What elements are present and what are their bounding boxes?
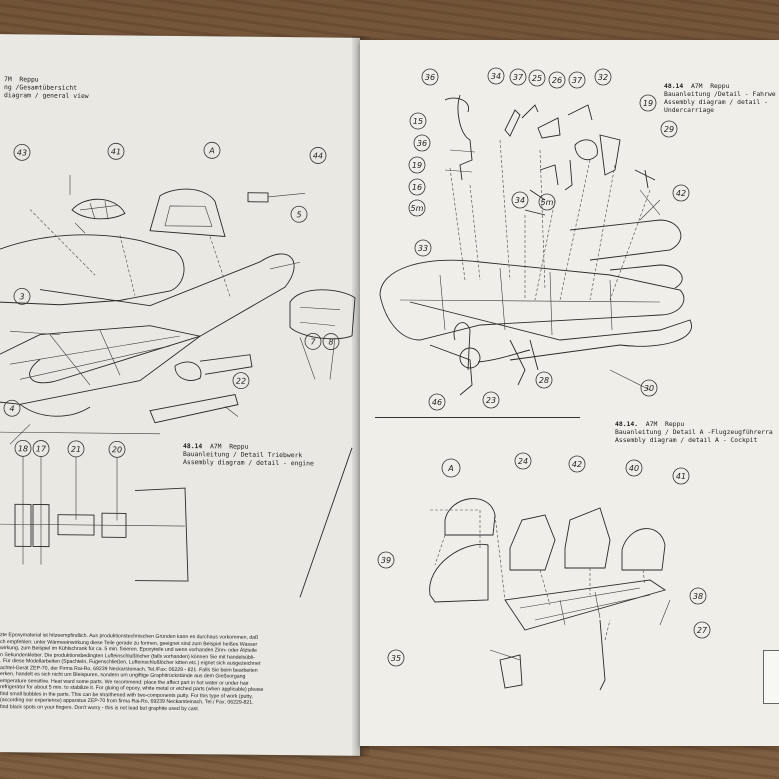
svg-text:23: 23 <box>486 396 496 405</box>
callout-label: 43 <box>17 148 27 157</box>
svg-text:32: 32 <box>598 73 608 82</box>
undercarriage-drawing <box>379 94 692 396</box>
general-view-drawing <box>0 174 356 445</box>
caption-line-de: Bauanleitung / Detail A -Flugzeugführerr… <box>615 428 773 436</box>
svg-text:27: 27 <box>697 626 708 635</box>
svg-text:34: 34 <box>491 72 501 81</box>
section-divider <box>375 417 580 418</box>
svg-text:38: 38 <box>693 592 703 601</box>
cockpit-caption: 48.14. A7M Reppu Bauanleitung / Detail A… <box>615 420 773 444</box>
caption-name: Reppu <box>665 420 685 428</box>
svg-text:15: 15 <box>413 117 423 126</box>
svg-text:42: 42 <box>676 189 686 198</box>
caption-model: A7M <box>690 82 703 90</box>
svg-text:A: A <box>208 146 214 155</box>
svg-text:44: 44 <box>313 151 323 160</box>
svg-text:36: 36 <box>417 139 427 148</box>
svg-text:16: 16 <box>412 183 422 192</box>
caption-model: A7M <box>645 420 658 428</box>
cockpit-drawing <box>429 498 671 691</box>
svg-text:28: 28 <box>539 376 549 385</box>
svg-text:4: 4 <box>9 404 14 413</box>
caption-line-en: Assembly diagram / detail A - Cockpit <box>615 436 758 444</box>
undercarriage-caption: 48.14 A7M Reppu Bauanleitung /Detail - F… <box>664 82 776 114</box>
svg-text:19: 19 <box>412 161 422 170</box>
svg-text:37: 37 <box>572 76 583 85</box>
svg-text:5m: 5m <box>541 198 554 207</box>
left-callouts: 43 41 A 44 5 3 7 8 22 4 18 17 21 20 <box>0 141 353 598</box>
svg-text:5: 5 <box>296 210 301 219</box>
svg-text:37: 37 <box>513 73 524 82</box>
corner-card <box>763 650 779 704</box>
right-callouts: 36 34 37 25 26 37 32 15 19 36 19 16 29 5… <box>377 67 711 667</box>
svg-text:42: 42 <box>572 460 582 469</box>
svg-text:21: 21 <box>71 445 81 454</box>
svg-text:7: 7 <box>310 337 316 346</box>
svg-text:33: 33 <box>418 244 428 253</box>
svg-text:3: 3 <box>19 292 24 301</box>
svg-text:36: 36 <box>425 73 435 82</box>
svg-text:40: 40 <box>629 464 639 473</box>
svg-text:46: 46 <box>432 398 442 407</box>
svg-text:30: 30 <box>644 384 654 393</box>
svg-text:18: 18 <box>18 444 28 453</box>
svg-text:26: 26 <box>552 76 562 85</box>
caption-line-en: Assembly diagram / detail - <box>664 98 768 106</box>
caption-line-en-2: Undercarriage <box>664 106 715 114</box>
caption-line-de: Bauanleitung /Detail - Fahrwe <box>664 90 776 98</box>
svg-text:22: 22 <box>236 377 246 386</box>
svg-text:19: 19 <box>643 99 653 108</box>
svg-text:41: 41 <box>676 472 686 481</box>
svg-text:20: 20 <box>112 445 122 454</box>
svg-text:35: 35 <box>391 654 401 663</box>
caption-name: Reppu <box>710 82 730 90</box>
kit-number: 48.14 <box>664 82 684 90</box>
svg-text:25: 25 <box>532 74 542 83</box>
svg-text:29: 29 <box>664 125 674 134</box>
svg-text:34: 34 <box>515 196 525 205</box>
svg-text:8: 8 <box>328 338 333 347</box>
kit-number: 48.14. <box>615 420 639 428</box>
svg-text:39: 39 <box>381 556 391 565</box>
notes-block: zte Epoxymaterial ist hitzeempfindlich. … <box>0 632 352 714</box>
right-page: 48.14 A7M Reppu Bauanleitung /Detail - F… <box>360 40 779 746</box>
svg-text:5m: 5m <box>411 204 424 213</box>
left-page: 7M Reppu ng /Gesamtübersicht diagram / g… <box>0 34 360 756</box>
svg-text:A: A <box>447 464 453 473</box>
svg-text:24: 24 <box>518 457 528 466</box>
svg-text:41: 41 <box>111 147 121 156</box>
svg-text:17: 17 <box>36 444 47 453</box>
